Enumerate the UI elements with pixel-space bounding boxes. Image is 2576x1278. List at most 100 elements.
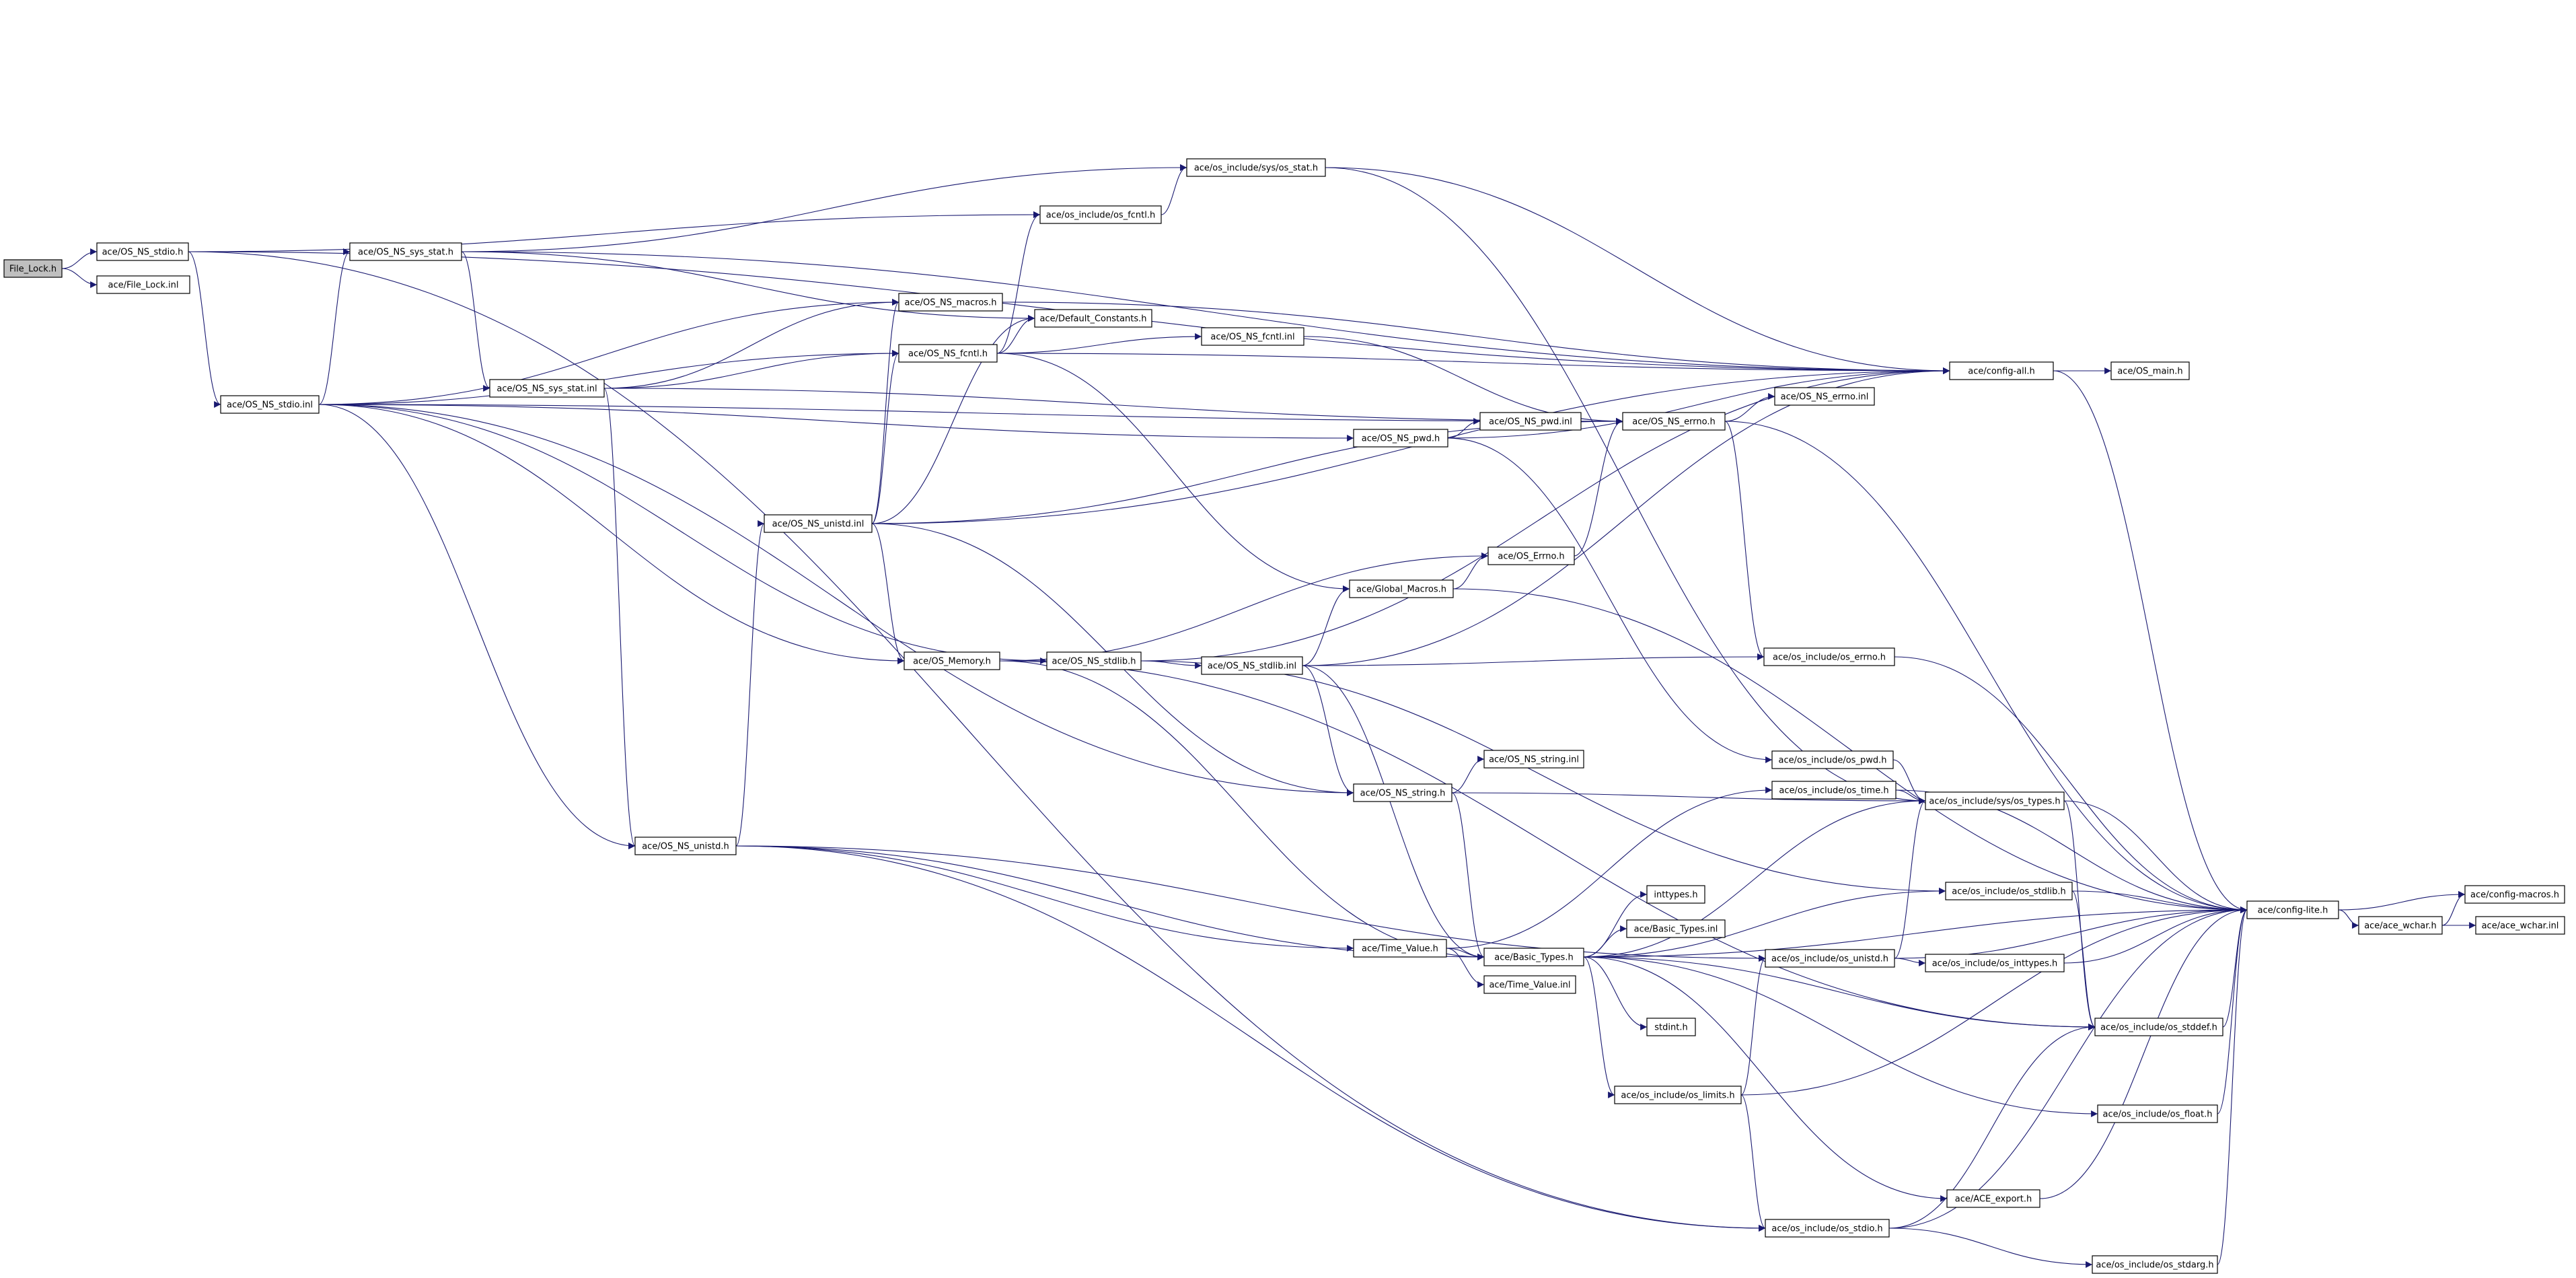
edge-file_lock_h-to-os_ns_stdio_h bbox=[61, 248, 98, 269]
edge-os_memory_h-to-os_stddef_h bbox=[999, 660, 2096, 1030]
node-config-macros-h[interactable]: ace/config-macros.h bbox=[2464, 885, 2565, 904]
edge-os_unistd_h-to-sys_os_types_h bbox=[1894, 797, 1926, 959]
node-ace-wchar-h[interactable]: ace/ace_wchar.h bbox=[2358, 916, 2443, 935]
node-ace-wchar-inl[interactable]: ace/ace_wchar.inl bbox=[2475, 916, 2565, 935]
node-basic-types-inl[interactable]: ace/Basic_Types.inl bbox=[1626, 919, 1726, 938]
node-os-memory-h[interactable]: ace/OS_Memory.h bbox=[904, 651, 1000, 670]
node-os-ns-errno-inl[interactable]: ace/OS_NS_errno.inl bbox=[1774, 387, 1875, 406]
edge-os_ns_fcntl_h-to-global_macros_h bbox=[996, 353, 1350, 592]
node-os-include-os-errno-h[interactable]: ace/os_include/os_errno.h bbox=[1763, 647, 1895, 666]
node-os-ns-stdlib-inl[interactable]: ace/OS_NS_stdlib.inl bbox=[1201, 656, 1303, 675]
node-box bbox=[220, 395, 320, 414]
node-global-macros-h[interactable]: ace/Global_Macros.h bbox=[1349, 579, 1454, 598]
node-config-lite-h[interactable]: ace/config-lite.h bbox=[2246, 900, 2339, 919]
node-box bbox=[898, 293, 1003, 312]
node-sys-os-types-h[interactable]: ace/os_include/sys/os_types.h bbox=[1925, 791, 2065, 810]
node-label: ace/File_Lock.inl bbox=[108, 281, 179, 291]
edge-os_memory_h-to-os_errno_h bbox=[999, 553, 1489, 662]
edge-os_ns_pwd_h-to-config_all_h bbox=[1447, 367, 1950, 439]
node-basic-types-h[interactable]: ace/Basic_Types.h bbox=[1483, 948, 1584, 966]
node-os-main-h[interactable]: ace/OS_main.h bbox=[2110, 361, 2190, 380]
node-label: ace/os_include/os_stdlib.h bbox=[1952, 887, 2065, 897]
edge-os_ns_string_h-to-basic_types_h bbox=[1451, 792, 1485, 960]
node-os-ns-string-h[interactable]: ace/OS_NS_string.h bbox=[1353, 783, 1452, 802]
edge-os_ns_unistd_h-to-basic_types_h bbox=[735, 845, 1485, 960]
node-os-include-os-pwd-h[interactable]: ace/os_include/os_pwd.h bbox=[1771, 750, 1894, 769]
edge-os_ns_unistd_inl-to-os_ns_errno_h bbox=[871, 418, 1623, 524]
edge-os_ns_string_h-to-sys_os_types_h bbox=[1451, 792, 1926, 804]
edge-layer bbox=[61, 164, 2476, 1268]
edge-time_value_h-to-os_include_os_time_h bbox=[1446, 787, 1773, 949]
node-box bbox=[898, 344, 998, 363]
node-box bbox=[2097, 1104, 2218, 1123]
node-label: ace/OS_NS_stdio.h bbox=[102, 248, 184, 258]
node-label: ace/Basic_Types.h bbox=[1494, 953, 1573, 963]
node-config-all-h[interactable]: ace/config-all.h bbox=[1949, 361, 2054, 380]
node-os-ns-macros-h[interactable]: ace/OS_NS_macros.h bbox=[898, 293, 1003, 312]
node-os-ns-sys-stat-h[interactable]: ace/OS_NS_sys_stat.h bbox=[349, 242, 462, 261]
node-default-constants-h[interactable]: ace/Default_Constants.h bbox=[1034, 309, 1152, 328]
node-box bbox=[1771, 750, 1894, 769]
edge-basic_types_h-to-config_lite_h bbox=[1583, 907, 2248, 958]
edge-os_fcntl_h-to-sys_os_stat_h bbox=[1161, 164, 1187, 215]
node-os-stddef-h[interactable]: ace/os_include/os_stddef.h bbox=[2094, 1018, 2223, 1036]
node-stdint-h[interactable]: stdint.h bbox=[1646, 1018, 1696, 1036]
node-box bbox=[1763, 647, 1895, 666]
edge-os_ns_unistd_h-to-os_unistd_h bbox=[735, 845, 1766, 962]
node-os-ns-pwd-inl[interactable]: ace/OS_NS_pwd.inl bbox=[1479, 412, 1582, 431]
node-os-errno-h[interactable]: ace/OS_Errno.h bbox=[1487, 546, 1575, 565]
node-os-fcntl-h[interactable]: ace/os_include/os_fcntl.h bbox=[1039, 205, 1162, 224]
node-os-limits-h[interactable]: ace/os_include/os_limits.h bbox=[1614, 1086, 1742, 1104]
edge-os_limits_h-to-config_lite_h bbox=[1740, 907, 2248, 1096]
edge-os_ns_sys_stat_h-to-default_constants_h bbox=[461, 251, 1035, 322]
node-os-ns-stdio-inl[interactable]: ace/OS_NS_stdio.inl bbox=[220, 395, 320, 414]
node-box bbox=[1483, 750, 1584, 769]
node-box bbox=[1201, 327, 1304, 346]
edge-os_ns_errno_h-to-os_include_os_errno_h bbox=[1724, 421, 1765, 660]
node-file-lock-h[interactable]: File_Lock.h bbox=[3, 259, 63, 278]
node-os-ns-unistd-h[interactable]: ace/OS_NS_unistd.h bbox=[634, 837, 737, 855]
node-os-include-os-time-h[interactable]: ace/os_include/os_time.h bbox=[1771, 781, 1897, 800]
node-time-value-inl[interactable]: ace/Time_Value.inl bbox=[1483, 975, 1576, 994]
node-sys-os-stat-h[interactable]: ace/os_include/sys/os_stat.h bbox=[1186, 158, 1326, 177]
edge-sys_os_stat_h-to-config_all_h bbox=[1325, 167, 1950, 374]
node-label: ace/os_include/os_stdarg.h bbox=[2096, 1261, 2213, 1271]
node-os-stdarg-h[interactable]: ace/os_include/os_stdarg.h bbox=[2092, 1255, 2218, 1274]
edge-global_macros_h-to-os_errno_h bbox=[1452, 553, 1489, 590]
edge-os_ns_stdio_inl-to-os_ns_pwd_h bbox=[318, 404, 1354, 441]
node-os-ns-fcntl-inl[interactable]: ace/OS_NS_fcntl.inl bbox=[1201, 327, 1304, 346]
node-layer: File_Lock.h ace/OS_NS_stdio.h ace/File_Loc… bbox=[3, 158, 2565, 1274]
edge-ace_wchar_h-to-config_macros_h bbox=[2441, 891, 2466, 926]
node-file-lock-inl[interactable]: ace/File_Lock.inl bbox=[96, 275, 190, 294]
node-os-ns-fcntl-h[interactable]: ace/OS_NS_fcntl.h bbox=[898, 344, 998, 363]
node-box bbox=[1479, 412, 1582, 431]
node-label: ace/OS_NS_string.inl bbox=[1489, 755, 1579, 765]
node-os-stdio-h[interactable]: ace/os_include/os_stdio.h bbox=[1765, 1219, 1890, 1238]
node-label: ace/config-lite.h bbox=[2258, 906, 2328, 916]
node-time-value-h[interactable]: ace/Time_Value.h bbox=[1353, 939, 1447, 958]
node-os-ns-sys-stat-inl[interactable]: ace/OS_NS_sys_stat.inl bbox=[489, 379, 605, 398]
node-os-inttypes-h[interactable]: ace/os_include/os_inttypes.h bbox=[1925, 954, 2065, 972]
edge-os_stdio_h-to-os_stdarg_h bbox=[1888, 1228, 2093, 1268]
node-ace-export-h[interactable]: ace/ACE_export.h bbox=[1946, 1189, 2040, 1208]
node-os-ns-unistd-inl[interactable]: ace/OS_NS_unistd.inl bbox=[764, 514, 873, 533]
node-os-unistd-h[interactable]: ace/os_include/os_unistd.h bbox=[1765, 949, 1895, 968]
node-label: ace/ACE_export.h bbox=[1955, 1195, 2032, 1205]
node-box bbox=[2464, 885, 2565, 904]
node-os-ns-errno-h[interactable]: ace/OS_NS_errno.h bbox=[1622, 412, 1726, 431]
node-box bbox=[1946, 1189, 2040, 1208]
edge-os_ns_stdio_inl-to-os_ns_errno_h bbox=[318, 404, 1623, 425]
node-inttypes-h[interactable]: inttypes.h bbox=[1646, 885, 1705, 904]
node-os-ns-stdlib-h[interactable]: ace/OS_NS_stdlib.h bbox=[1046, 651, 1142, 670]
edge-os_ns_stdio_inl-to-os_ns_string_h bbox=[318, 404, 1354, 796]
node-os-ns-stdio-h[interactable]: ace/OS_NS_stdio.h bbox=[96, 242, 189, 261]
node-os-ns-string-inl[interactable]: ace/OS_NS_string.inl bbox=[1483, 750, 1584, 769]
node-label: ace/os_include/os_unistd.h bbox=[1771, 954, 1888, 964]
edge-os_ns_stdlib_h-to-os_stdlib_h bbox=[1140, 660, 1946, 894]
edge-os_ns_fcntl_h-to-os_fcntl_h bbox=[996, 211, 1041, 354]
node-box bbox=[634, 837, 737, 855]
edge-os_stddef_h-to-config_lite_h bbox=[2222, 907, 2248, 1028]
node-os-stdlib-h[interactable]: ace/os_include/os_stdlib.h bbox=[1945, 882, 2073, 900]
node-os-ns-pwd-h[interactable]: ace/OS_NS_pwd.h bbox=[1353, 429, 1448, 448]
node-os-float-h[interactable]: ace/os_include/os_float.h bbox=[2097, 1104, 2218, 1123]
